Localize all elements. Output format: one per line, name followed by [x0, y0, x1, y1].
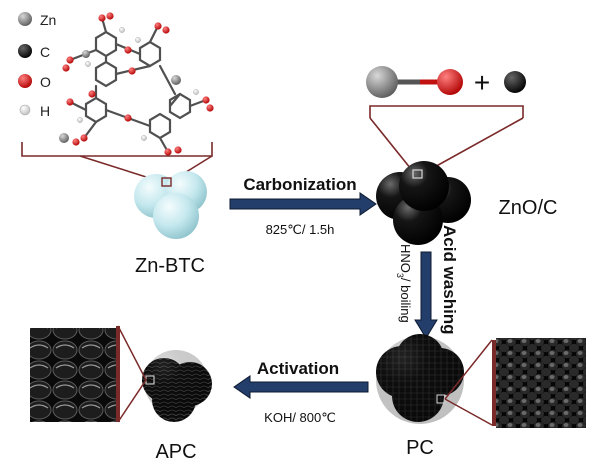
legend-label-zn: Zn	[40, 12, 56, 28]
acid-washing-label: Acid washing	[440, 225, 459, 335]
apc-sem-image	[30, 328, 116, 422]
legend-item-h: H	[19, 103, 50, 119]
zno-c-label: ZnO/C	[499, 197, 558, 219]
o-atom-icon	[18, 74, 32, 88]
legend: Zn C O H	[18, 12, 56, 119]
carbonization-arrow-icon	[229, 192, 377, 216]
legend-item-c: C	[18, 44, 50, 60]
legend-label-c: C	[40, 44, 50, 60]
zno-c-zoom-bracket	[369, 105, 524, 175]
zn-btc-atoms	[59, 12, 214, 156]
activation-condition: KOH/ 800℃	[264, 410, 336, 425]
zn-atom-icon	[366, 66, 398, 98]
zoom-marker-square	[161, 177, 172, 187]
pc-label: PC	[406, 437, 434, 459]
activation-step: Activation KOH/ 800℃	[233, 359, 369, 425]
plus-sign: +	[474, 67, 490, 98]
apc-particle	[142, 350, 212, 422]
zoom-marker-square	[412, 169, 423, 179]
acid-washing-condition: HNO3/ boiling	[395, 244, 413, 323]
pc-sem-image	[496, 338, 586, 428]
apc-zoom-inset	[30, 325, 147, 423]
c-atom-icon	[504, 71, 526, 93]
legend-item-zn: Zn	[18, 12, 56, 28]
zn-btc-label: Zn-BTC	[135, 255, 205, 277]
zn-atom-icon	[18, 12, 32, 26]
pc-zoom-inset	[444, 338, 586, 428]
activation-label: Activation	[257, 359, 339, 378]
legend-label-o: O	[40, 74, 51, 90]
c-atom-icon	[18, 44, 32, 58]
legend-label-h: H	[40, 103, 50, 119]
carbonization-condition: 825℃/ 1.5h	[266, 222, 335, 237]
o-atom-icon	[437, 69, 463, 95]
acid-washing-step: Acid washing HNO3/ boiling	[395, 225, 459, 339]
pc-particle	[376, 334, 464, 424]
zno-c-particle	[376, 161, 471, 245]
legend-item-o: O	[18, 74, 51, 90]
zn-btc-particle	[134, 171, 207, 239]
acid-washing-arrow-icon	[414, 251, 438, 339]
h-atom-icon	[19, 104, 31, 116]
activation-arrow-icon	[233, 375, 369, 399]
apc-label: APC	[155, 441, 196, 463]
carbonization-step: Carbonization 825℃/ 1.5h	[229, 175, 377, 237]
carbonization-label: Carbonization	[243, 175, 356, 194]
zno-c-molecule: +	[366, 66, 526, 98]
